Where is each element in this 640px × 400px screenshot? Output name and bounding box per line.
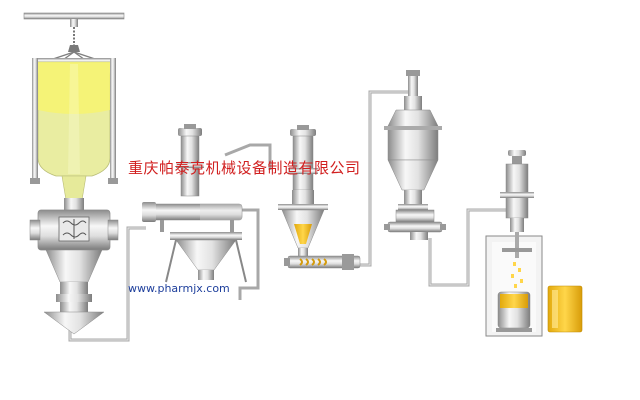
company-name-label: 重庆帕泰克机械设备制造有限公司 [128,159,361,177]
website-label: www.pharmjx.com [128,282,230,295]
vacuum-feeder-unit-3 [278,125,361,270]
cyclone-separator [384,70,446,240]
bulk-bag-discharger [23,12,125,335]
packing-station [485,150,583,337]
vacuum-feeder-unit-2 [142,124,247,283]
